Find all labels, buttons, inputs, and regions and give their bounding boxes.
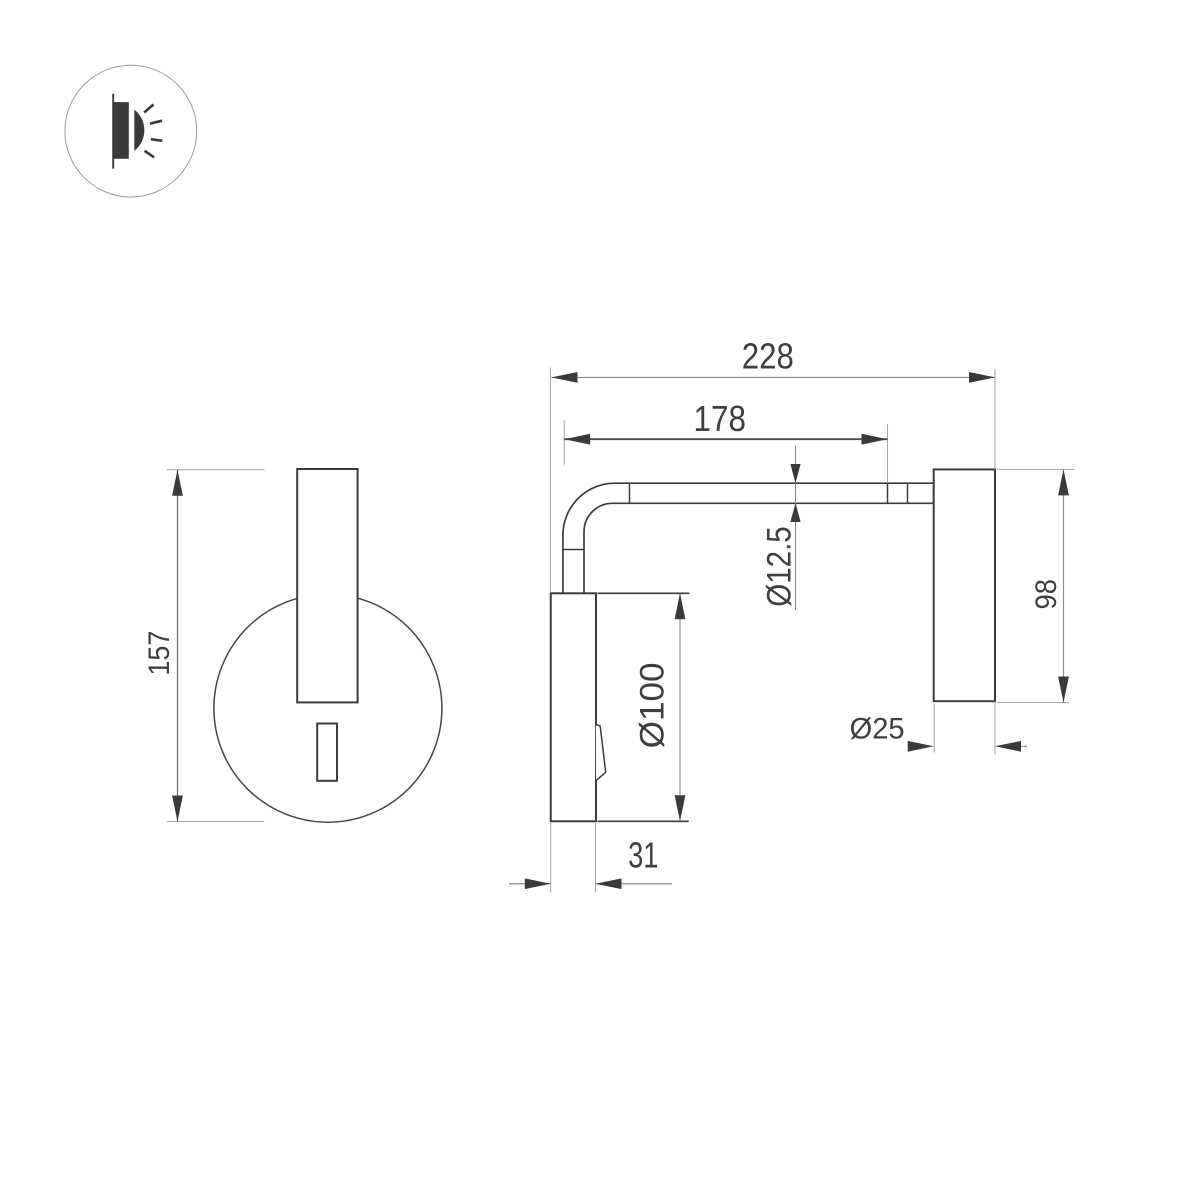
svg-text:228: 228 [742,336,794,377]
svg-text:Ø25: Ø25 [850,713,905,746]
svg-text:31: 31 [628,835,658,876]
svg-text:157: 157 [143,631,176,676]
svg-text:Ø100: Ø100 [634,662,672,748]
svg-text:178: 178 [694,398,747,439]
svg-text:98: 98 [1030,579,1063,610]
svg-text:Ø12.5: Ø12.5 [761,526,799,607]
